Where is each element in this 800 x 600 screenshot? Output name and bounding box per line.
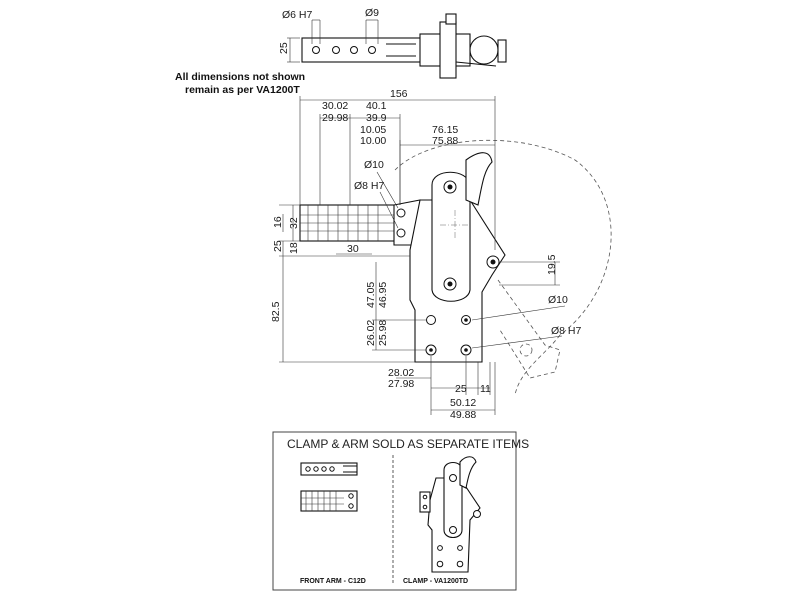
- note-line-2: remain as per VA1200T: [185, 84, 300, 96]
- panel-title: CLAMP & ARM SOLD AS SEPARATE ITEMS: [287, 437, 529, 451]
- dim-39-9: 39.9: [366, 112, 387, 124]
- top-view-pivot: [469, 35, 499, 65]
- top-view-hole: [312, 46, 320, 54]
- dim-16: 16: [272, 216, 284, 228]
- front-arm-mini: [300, 462, 358, 512]
- dim-25-98: 25.98: [377, 320, 389, 346]
- dim-dia8h7-right: Ø8 H7: [551, 325, 582, 337]
- swing-arc-end: [514, 334, 561, 396]
- top-view-hole: [368, 46, 376, 54]
- dim-82-5: 82.5: [270, 301, 282, 322]
- clamp-mini-link: [443, 461, 463, 539]
- note-line-1: All dimensions not shown: [175, 71, 305, 83]
- top-view: Ø6 H7 Ø9 25: [278, 7, 507, 79]
- clamp-mini: [419, 456, 481, 573]
- arm-hole-bottom: [396, 228, 406, 238]
- main-view: 156 30.02 29.98 40.1 39.9 10.05 10.00 76…: [270, 88, 612, 421]
- dim-29-98: 29.98: [322, 112, 348, 124]
- top-view-linkage: [439, 21, 457, 79]
- front-arm-teeth: [300, 205, 395, 241]
- top-view-hole: [332, 46, 340, 54]
- dim-25-b: 25: [455, 383, 467, 395]
- handle-hook: [465, 152, 493, 206]
- dim-75-88: 75.88: [432, 135, 458, 147]
- clamp-mini-stub: [419, 491, 431, 513]
- top-view-link-line: [455, 61, 497, 67]
- clamp-mini-hook: [459, 456, 477, 489]
- dim-32: 32: [288, 217, 300, 229]
- top-view-pin-head: [445, 13, 457, 25]
- top-view-arm: [301, 37, 423, 63]
- dim-30: 30: [347, 243, 359, 255]
- front-arm-mini-side: [300, 490, 358, 512]
- dim-dia8h7-top: Ø8 H7: [354, 180, 385, 192]
- dim-27-98: 27.98: [388, 378, 414, 390]
- dimension-lines: [279, 96, 566, 415]
- dim-76-15: 76.15: [432, 124, 458, 136]
- dim-30-02: 30.02: [322, 100, 348, 112]
- dim-top-d9: Ø9: [365, 7, 379, 19]
- dim-dia10-right: Ø10: [548, 294, 568, 306]
- dim-40-1: 40.1: [366, 100, 387, 112]
- dim-19-5: 19.5: [546, 254, 558, 275]
- dim-10-05: 10.05: [360, 124, 386, 136]
- dim-47-05: 47.05: [365, 282, 377, 308]
- dim-46-95: 46.95: [377, 282, 389, 308]
- caption-front-arm: FRONT ARM - C12D: [300, 578, 366, 585]
- dim-11: 11: [480, 383, 491, 395]
- swing-arc: [394, 139, 612, 336]
- handle-link: [431, 171, 471, 302]
- dim-top-d6h7: Ø6 H7: [282, 9, 313, 21]
- top-view-end-block: [497, 39, 507, 63]
- ghost-arm: [497, 279, 561, 379]
- base-hole: [426, 315, 436, 325]
- dim-18: 18: [288, 242, 300, 254]
- dim-156: 156: [390, 88, 408, 100]
- dim-49-88: 49.88: [450, 409, 476, 421]
- dim-25: 25: [272, 240, 284, 252]
- dim-top-h25: 25: [278, 42, 290, 54]
- ghost-pivot: [519, 343, 533, 357]
- separate-items-panel: CLAMP & ARM SOLD AS SEPARATE ITEMS: [272, 431, 529, 591]
- caption-clamp: CLAMP - VA1200TD: [403, 578, 468, 585]
- dim-26-02: 26.02: [365, 320, 377, 346]
- dim-50-12: 50.12: [450, 397, 476, 409]
- top-view-slot: [386, 43, 416, 57]
- top-view-hole: [350, 46, 358, 54]
- dim-28-02: 28.02: [388, 367, 414, 379]
- dim-dia10-top: Ø10: [364, 159, 384, 171]
- dim-10-00: 10.00: [360, 135, 386, 147]
- arm-hole-top: [396, 208, 406, 218]
